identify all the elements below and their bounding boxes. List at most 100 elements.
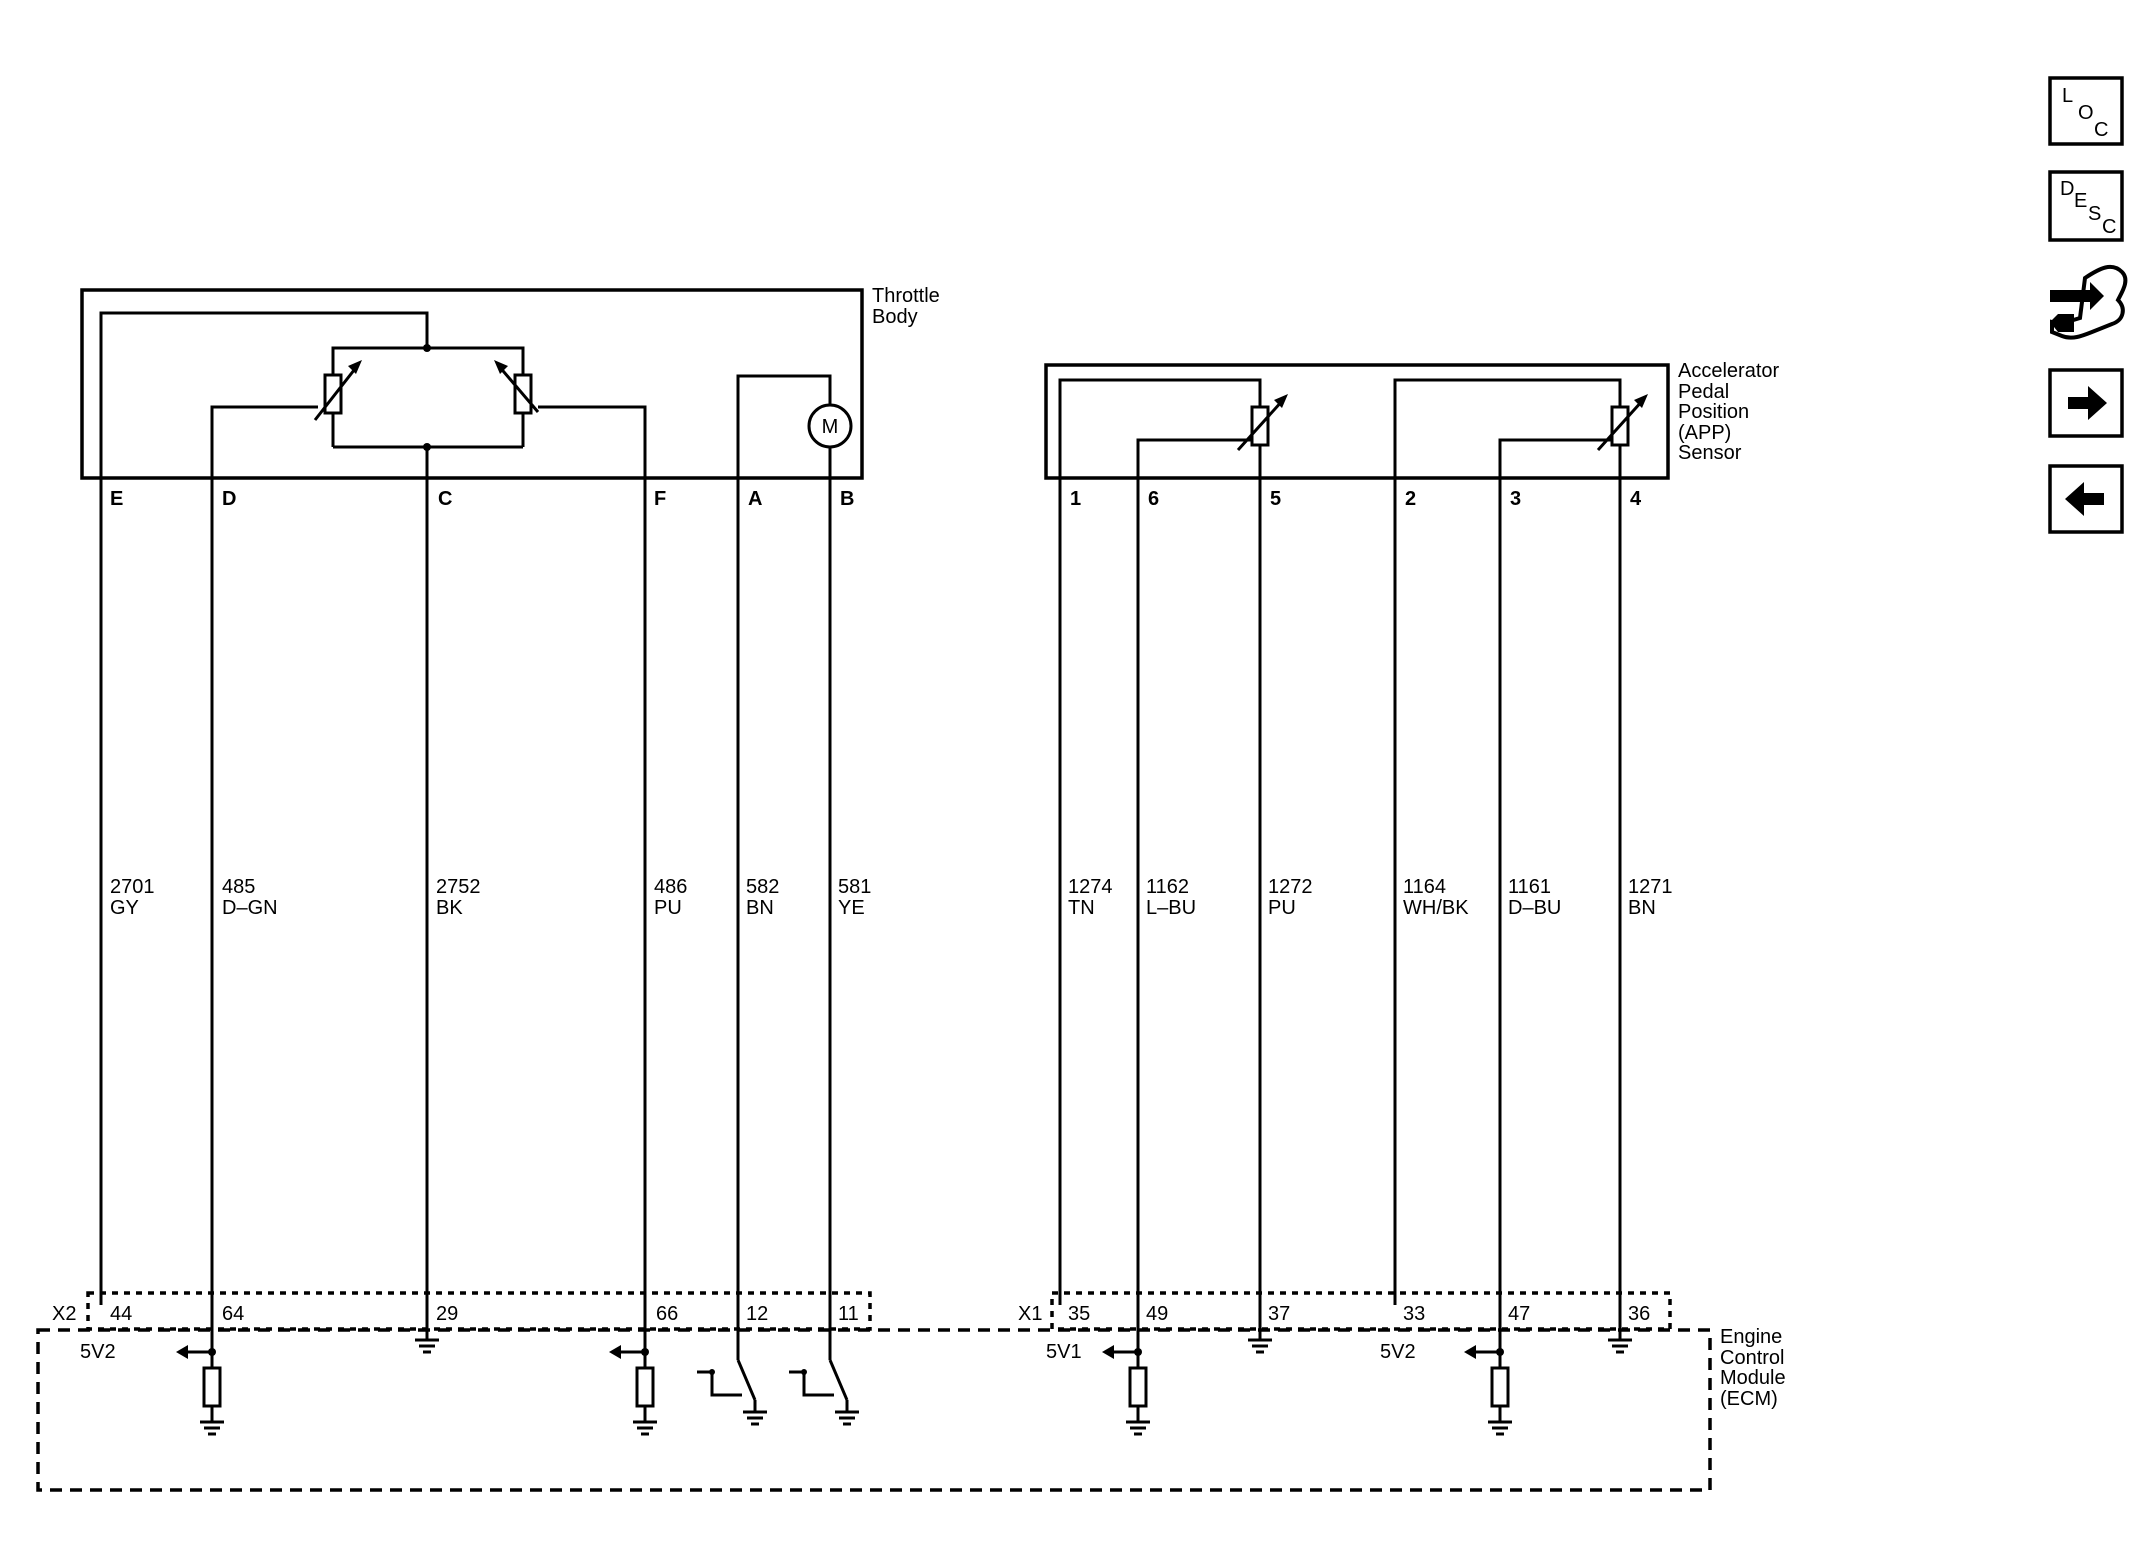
ecm-pin-number: 47	[1508, 1303, 1530, 1325]
pin-label: 6	[1148, 488, 1159, 510]
resistor-icon	[1490, 1366, 1510, 1408]
ecm-5v-reference-label: 5V2	[80, 1341, 116, 1363]
arrow-head-icon	[609, 1345, 621, 1359]
arrow-left-icon	[2065, 482, 2104, 516]
description-button[interactable]: D E S C	[2048, 170, 2124, 242]
ecm-signal-input-6	[1102, 1305, 1150, 1436]
app-sensor: Accelerator Pedal Position (APP) Sensor	[1044, 360, 1779, 1340]
switch-blade	[828, 1359, 849, 1401]
ground-icon	[743, 1410, 767, 1426]
circuit-number: 485	[222, 876, 255, 898]
ecm-label-line2: Control	[1720, 1347, 1784, 1369]
wire-e-internal	[99, 311, 429, 1305]
ecm-pin-number: 44	[110, 1303, 132, 1325]
splice-dot	[709, 1369, 715, 1375]
resistor-icon	[1128, 1366, 1148, 1408]
tps-bridge-top	[331, 346, 525, 447]
app-sensor-label-line2: Pedal	[1678, 381, 1729, 403]
tps1-wiper-arrow	[313, 364, 360, 421]
wire-3-internal	[1498, 438, 1612, 1305]
navigation-buttons: L O C D E S C	[2048, 76, 2128, 534]
loc-letter: C	[2094, 119, 2108, 141]
loc-letter: O	[2078, 102, 2094, 124]
ground-icon	[1248, 1338, 1272, 1354]
circuit-number: 1162	[1146, 876, 1189, 898]
wire-color: BN	[1628, 897, 1656, 919]
ecm-outline	[36, 1328, 1712, 1492]
ecm: Engine Control Module (ECM) X2 X1 44 64 …	[36, 1291, 1786, 1492]
driver-control-icon	[789, 1370, 834, 1397]
throttle-body-label-line1: Throttle	[872, 285, 940, 307]
resistor-icon	[202, 1366, 222, 1408]
previous-button[interactable]	[2048, 464, 2124, 534]
wire-color: BN	[746, 897, 774, 919]
throttle-body-label-line2: Body	[872, 306, 918, 328]
pin-label: C	[438, 488, 452, 510]
circuit-number: 2752	[436, 876, 481, 898]
ecm-pin-number: 11	[838, 1303, 859, 1325]
app-sensor-label-line1: Accelerator	[1678, 360, 1779, 382]
wire-6-internal	[1136, 438, 1252, 1305]
ecm-signal-input-3	[1464, 1305, 1512, 1436]
arrow-head-icon	[1274, 394, 1288, 408]
ecm-pin-number: 29	[436, 1303, 458, 1325]
arrow-head-icon	[1102, 1345, 1114, 1359]
wire-color: PU	[1268, 897, 1296, 919]
connector-x1-outline	[1050, 1291, 1672, 1331]
ecm-5v-reference-label: 5V1	[1046, 1341, 1082, 1363]
wire-color: TN	[1068, 897, 1095, 919]
splice-dot	[641, 1348, 649, 1356]
circuit-number: 1271	[1628, 876, 1673, 898]
ground-icon	[1608, 1338, 1632, 1354]
ecm-pin-number: 35	[1068, 1303, 1090, 1325]
app-sensor-label-line5: Sensor	[1678, 442, 1742, 464]
pin-label: 3	[1510, 488, 1521, 510]
tps1-resistor-icon	[323, 373, 343, 415]
app-sensor-outline	[1044, 363, 1670, 480]
wire-color: PU	[654, 897, 682, 919]
arrow-head-icon	[1464, 1345, 1476, 1359]
desc-letter: C	[2102, 216, 2116, 238]
app2-wiper-arrow	[1596, 398, 1645, 452]
wire-color: GY	[110, 897, 139, 919]
wire-color: D–BU	[1508, 897, 1561, 919]
circuit-number: 1274	[1068, 876, 1113, 898]
ground-icon	[1488, 1420, 1512, 1436]
pin-label: A	[748, 488, 762, 510]
pin-label: 2	[1405, 488, 1416, 510]
throttle-body: Throttle Body M	[80, 285, 940, 1360]
wire-2-internal	[1393, 378, 1622, 1305]
desc-letter: E	[2074, 190, 2087, 212]
arrow-right-icon	[2068, 386, 2107, 420]
wire-color: WH/BK	[1403, 897, 1469, 919]
arrow-head-icon	[494, 360, 508, 374]
component-pin-labels: E D C F A B 1 6 5 2 3 4	[110, 488, 1642, 510]
ecm-pin-number: 33	[1403, 1303, 1425, 1325]
location-button[interactable]: L O C	[2048, 76, 2124, 146]
throttle-body-outline	[80, 288, 864, 480]
wire-a-internal	[736, 374, 832, 1360]
splice-dot	[208, 1348, 216, 1356]
ecm-pin-number: 64	[222, 1303, 244, 1325]
loc-letter: L	[2062, 85, 2073, 107]
ecm-label-line1: Engine	[1720, 1326, 1782, 1348]
app-sensor-label-line4: (APP)	[1678, 422, 1731, 444]
driver-control-icon	[697, 1370, 742, 1397]
ecm-5v-reference-label: 5V2	[1380, 1341, 1416, 1363]
pin-label: 1	[1070, 488, 1081, 510]
wire-color: D–GN	[222, 897, 278, 919]
splice-dot	[1496, 1348, 1504, 1356]
circuit-labels: 2701 GY 485 D–GN 2752 BK 486 PU 582 BN 5…	[110, 876, 1673, 919]
ground-icon	[835, 1410, 859, 1426]
circuit-number: 581	[838, 876, 871, 898]
splice-dot	[423, 344, 431, 352]
circuit-number: 1272	[1268, 876, 1313, 898]
wire-1-internal	[1058, 378, 1262, 1305]
pin-label: 5	[1270, 488, 1281, 510]
next-button[interactable]	[2048, 368, 2124, 438]
motor-driver-a	[697, 1359, 767, 1426]
connector-repair-button[interactable]	[2050, 264, 2128, 340]
wire-f-internal	[538, 405, 647, 1305]
circuit-number: 2701	[110, 876, 155, 898]
